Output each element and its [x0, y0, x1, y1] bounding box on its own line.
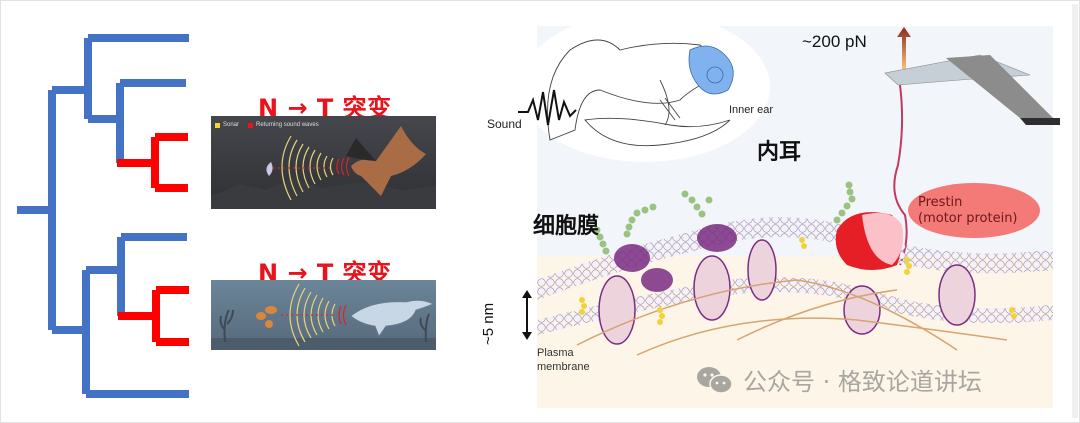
cantilever-base: [946, 55, 1060, 125]
legend-sonar: Sonar: [223, 122, 240, 128]
cell-membrane-cn-label: 细胞膜: [533, 214, 600, 239]
cochlea-spiral: [706, 66, 724, 84]
tether-strand: [893, 84, 908, 266]
dolphin-icon: [350, 300, 434, 337]
legend-returning-waves: Returning sound waves: [256, 122, 319, 128]
sonar-swatch: [215, 122, 220, 128]
inner-ear-cn-label: 内耳: [757, 140, 802, 165]
sound-label: Sound: [487, 117, 522, 131]
returning-waves-swatch: [248, 122, 254, 128]
scrollbar[interactable]: [1072, 4, 1078, 418]
cochlea-icon: [688, 45, 734, 95]
seabed: [211, 338, 436, 350]
wechat-icon: [697, 366, 733, 394]
glycan-chains: [593, 181, 856, 255]
seaweed-left: [219, 309, 234, 343]
cantilever-base-edge: [1020, 118, 1060, 125]
thickness-label: ~5 nm: [480, 302, 497, 345]
seaweed-right: [419, 313, 430, 343]
dolphin-illustration: [211, 283, 436, 350]
force-label: ~200 pN: [802, 32, 867, 51]
plasma-membrane-label: Plasma membrane: [537, 346, 590, 374]
outer-ear-outline: [547, 39, 714, 141]
hills: [211, 178, 436, 209]
watermark-text: 公众号 · 格致论道讲坛: [743, 368, 982, 396]
bat-wing: [346, 138, 376, 161]
prestin-protein: [835, 212, 904, 270]
sonar-waves: [281, 135, 334, 201]
lower-lipid-layer: [537, 277, 1053, 335]
dolphin-echolocation-panel: [211, 280, 436, 350]
prestin-sublabel: (motor protein): [918, 210, 1018, 226]
fish-group-icon: [256, 306, 277, 328]
prestin-callout: Prestin (motor protein): [908, 183, 1040, 238]
eardrum: [659, 79, 681, 126]
bat-illustration: [211, 126, 436, 209]
cytoskeleton-fibers: [576, 279, 1008, 356]
phylogenetic-tree: [17, 34, 189, 398]
force-arrow-icon: [897, 27, 911, 69]
sound-wave-icon: [518, 89, 577, 126]
bat-icon: [351, 126, 426, 196]
moth-icon: [266, 162, 273, 176]
cell-membrane-illustration: [537, 181, 1053, 356]
plasma-label-line2: membrane: [537, 361, 590, 373]
membrane-proteins: [614, 224, 737, 292]
plasma-label-line1: Plasma: [537, 347, 574, 359]
thickness-arrow-icon: [522, 290, 532, 340]
afm-cantilever-illustration: [884, 27, 1060, 266]
prestin-label: Prestin: [918, 194, 963, 210]
returning-waves: [273, 156, 350, 177]
cholesterol-molecules: [579, 237, 1017, 325]
watermark: 公众号 · 格致论道讲坛: [695, 362, 982, 397]
bat-echolocation-panel: Sonar Returning sound waves: [211, 116, 436, 209]
inner-ear-label: Inner ear: [729, 104, 774, 116]
bat-legend: Sonar Returning sound waves: [215, 122, 319, 128]
ear-canal-outline: [584, 117, 731, 147]
returning-waves: [281, 304, 347, 326]
ear-anatomy-illustration: [518, 39, 734, 147]
